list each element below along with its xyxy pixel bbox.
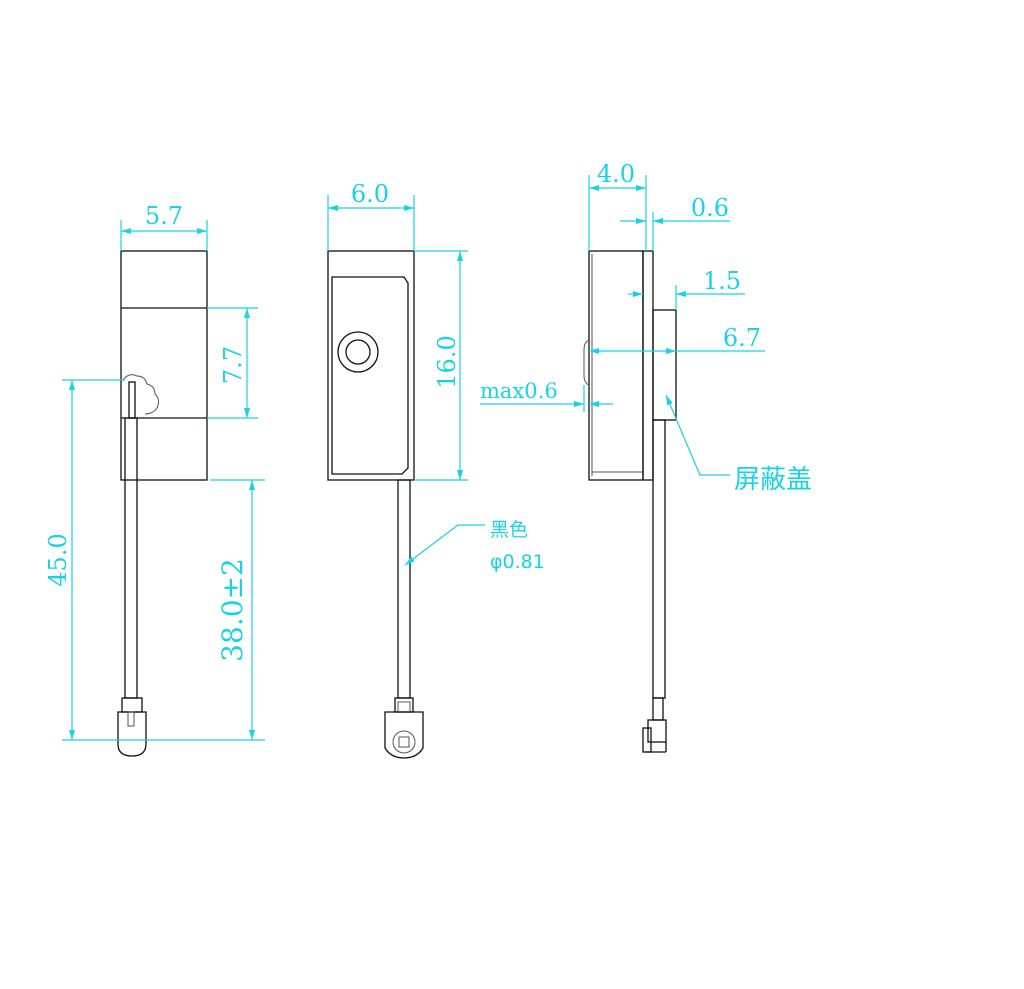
connector [384,697,424,759]
cable [652,419,666,699]
dim-shield-7-7: 7.7 [219,346,247,384]
cable-color-label: 黑色 [490,519,528,541]
connector [117,697,147,757]
side-view: 4.0 0.6 1.5 6.7 max0.6 屏蔽盖 [480,160,812,753]
dim-bump-max-0-6: max0.6 [480,379,558,403]
front-view: 5.7 7.7 45.0 38.0±2 [44,202,265,757]
dim-width-6: 6.0 [351,180,389,208]
feed-point [337,331,379,373]
dim-length-45: 45.0 [44,533,72,586]
shield-cover-label: 屏蔽盖 [734,465,812,495]
antenna-body [120,250,208,481]
connector [642,697,667,753]
dim-offset-1-5: 1.5 [703,267,741,295]
dim-width-5-7: 5.7 [145,202,183,230]
dim-plate-0-6: 0.6 [691,194,729,222]
shield-cover [652,309,677,421]
back-view: 6.0 16.0 黑色 φ0.81 [327,180,545,759]
dim-height-16: 16.0 [433,335,461,388]
dim-total-6-7: 6.7 [723,324,761,352]
inner-panel [331,276,409,475]
solder-joint [122,374,160,415]
cable-diameter-label: φ0.81 [490,551,545,573]
cable [124,417,138,699]
cable [397,479,411,699]
dim-cable-38: 38.0±2 [216,558,249,662]
dim-thickness-4: 4.0 [597,160,635,188]
ground-plate [642,250,654,481]
